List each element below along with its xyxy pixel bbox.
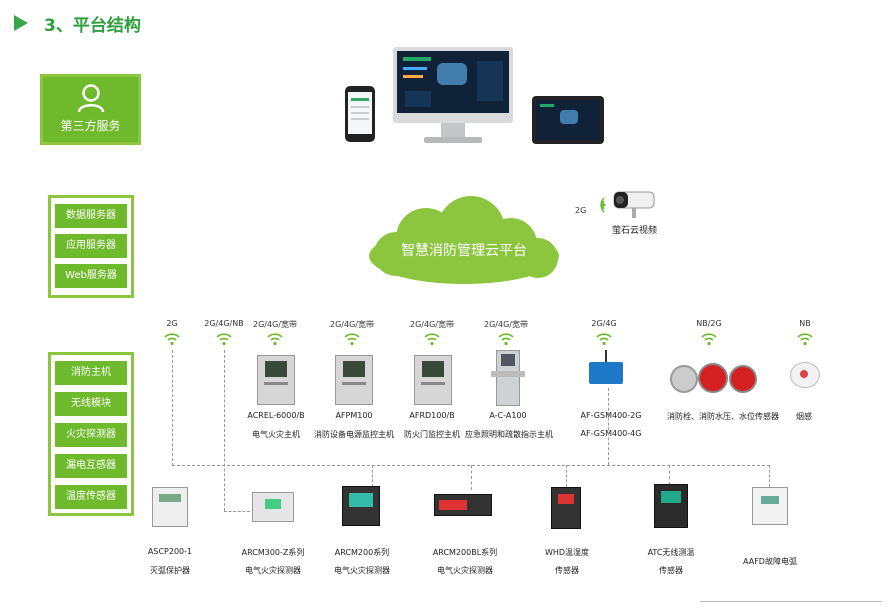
device-model-label: ARCM200系列 xyxy=(334,548,390,557)
emergency-lighting-host-device xyxy=(491,350,525,406)
camera-label: 萤石云视频 xyxy=(612,226,658,236)
desktop-monitor-device xyxy=(393,47,513,123)
field-device-group-box: 消防主机 无线模块 火灾探测器 漏电互感器 温度传感器 xyxy=(48,352,134,516)
wifi-signal-icon xyxy=(344,333,360,346)
camera-network-label: 2G xyxy=(575,206,587,215)
smartphone-device xyxy=(345,86,375,142)
device-desc-label: 灭弧保护器 xyxy=(150,566,190,575)
arc-fault-detector-device xyxy=(752,487,788,525)
water-level-sensor-device xyxy=(729,365,757,393)
data-server-item: 数据服务器 xyxy=(55,204,127,228)
section-title: 3、平台结构 xyxy=(14,10,141,36)
security-camera-icon xyxy=(613,191,655,218)
third-party-label: 第三方服务 xyxy=(60,119,121,133)
device-desc-label: 烟感 xyxy=(796,412,812,421)
arrow-icon xyxy=(14,15,28,31)
connector-line xyxy=(566,465,567,487)
device-model-label: ARCM300-Z系列 xyxy=(241,548,305,557)
leakage-transformer-item: 漏电互感器 xyxy=(55,454,127,478)
smoke-detector-device xyxy=(790,362,820,388)
network-label: NB xyxy=(799,319,811,328)
device-model-label: AFRD100/B xyxy=(409,411,455,420)
device-desc-label: 电气火灾主机 xyxy=(252,430,300,439)
device-desc-label: AF-GSM400-4G xyxy=(580,429,642,438)
device-model-label: ARCM200BL系列 xyxy=(432,548,498,557)
wifi-signal-icon xyxy=(216,333,232,346)
device-desc-label: 传感器 xyxy=(555,566,579,575)
arc-protector-device xyxy=(152,487,188,527)
wifi-signal-icon xyxy=(797,333,813,346)
section-number: 3、 xyxy=(44,15,73,36)
network-label: 2G/4G/宽带 xyxy=(484,320,528,329)
tablet-device xyxy=(532,96,604,144)
device-desc-label: 电气火灾探测器 xyxy=(334,566,390,575)
power-monitor-host-device xyxy=(335,355,373,405)
wireless-temp-sensor-device xyxy=(654,484,688,528)
fire-host-item: 消防主机 xyxy=(55,361,127,385)
gsm-module-device xyxy=(589,350,623,384)
connector-line xyxy=(172,350,173,466)
device-model-label: ASCP200-1 xyxy=(147,547,193,556)
fire-detector-item: 火灾探测器 xyxy=(55,423,127,447)
device-model-label: A-C-A100 xyxy=(489,411,527,420)
section-title-text: 平台结构 xyxy=(72,15,141,36)
wifi-signal-icon xyxy=(267,333,283,346)
device-desc-label: 电气火灾探测器 xyxy=(245,566,301,575)
user-icon xyxy=(77,84,105,113)
connector-line xyxy=(471,465,472,490)
connector-line xyxy=(669,465,670,485)
device-desc-label: 消防设备电源监控主机 xyxy=(314,430,394,439)
network-label: 2G/4G/NB xyxy=(204,319,244,328)
device-model-label: AAFD故障电弧 xyxy=(743,557,797,566)
device-desc-label: 防火门监控主机 xyxy=(404,430,460,439)
device-desc-label: 电气火灾探测器 xyxy=(437,566,493,575)
connector-line xyxy=(224,511,250,512)
device-model-label: WHD温湿度 xyxy=(544,548,590,557)
water-pressure-sensor-device xyxy=(698,363,728,393)
device-desc-label: 消防栓、消防水压、水位传感器 xyxy=(667,412,779,421)
application-server-item: 应用服务器 xyxy=(55,234,127,258)
network-label: 2G/4G/宽带 xyxy=(410,320,454,329)
network-label: NB/2G xyxy=(696,319,722,328)
network-label: 2G/4G/宽带 xyxy=(330,320,374,329)
device-model-label: AFPM100 xyxy=(335,411,373,420)
wifi-signal-icon xyxy=(164,333,180,346)
monitor-stand xyxy=(441,123,465,137)
connector-line xyxy=(769,465,770,487)
connector-line xyxy=(224,350,225,511)
arcm200bl-detector-device xyxy=(434,494,492,516)
cloud-icon xyxy=(369,196,559,284)
web-server-item: Web服务器 xyxy=(55,264,127,288)
cloud-platform-label: 智慧消防管理云平台 xyxy=(401,243,527,259)
electrical-fire-host-device xyxy=(257,355,295,405)
arcm300-detector-device xyxy=(252,492,294,522)
network-label: 2G/4G xyxy=(591,319,617,328)
humidity-sensor-device xyxy=(551,487,581,529)
monitor-base xyxy=(424,137,482,143)
connector-line xyxy=(608,388,609,465)
third-party-service-box: 第三方服务 xyxy=(40,74,141,145)
connector-line xyxy=(372,465,373,487)
device-model-label: ACREL-6000/B xyxy=(247,411,305,420)
hydrant-sensor-device xyxy=(670,365,698,393)
temperature-sensor-item: 温度传感器 xyxy=(55,485,127,509)
wifi-signal-icon xyxy=(600,197,606,213)
footer-divider xyxy=(700,601,882,602)
wireless-module-item: 无线模块 xyxy=(55,392,127,416)
network-label: 2G xyxy=(166,319,178,328)
wifi-signal-icon xyxy=(424,333,440,346)
wifi-signal-icon xyxy=(498,333,514,346)
server-group-box: 数据服务器 应用服务器 Web服务器 xyxy=(48,195,134,298)
device-model-label: ATC无线测温 xyxy=(647,548,695,557)
network-label: 2G/4G/宽带 xyxy=(253,320,297,329)
arcm200-detector-device xyxy=(342,486,380,526)
device-desc-label: 传感器 xyxy=(659,566,683,575)
device-model-label: AF-GSM400-2G xyxy=(580,411,642,420)
fire-door-monitor-device xyxy=(414,355,452,405)
wifi-signal-icon xyxy=(701,333,717,346)
device-desc-label: 应急照明和疏散指示主机 xyxy=(465,430,553,439)
wifi-signal-icon xyxy=(596,333,612,346)
